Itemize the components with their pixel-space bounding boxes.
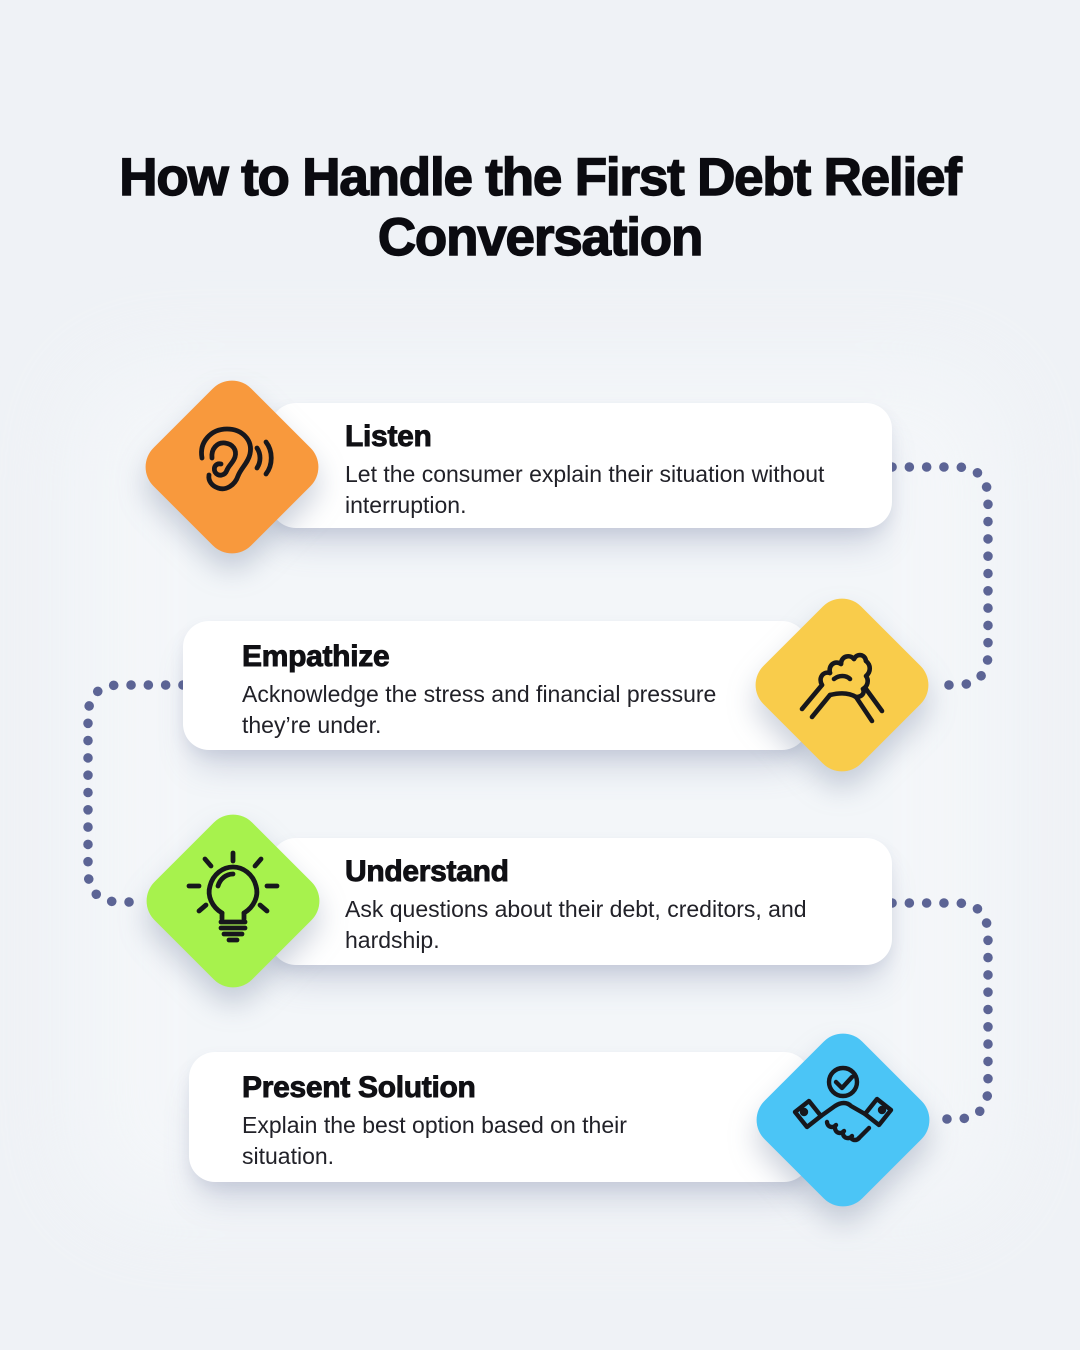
lightbulb-icon [186,850,280,943]
step-title: Understand [345,855,510,889]
handshake-check-icon [792,1065,894,1143]
diamond-shape [146,814,320,988]
diamond-shape [756,1033,930,1207]
step-description: Explain the best option based on their s… [242,1112,627,1169]
step-description: Ask questions about their debt, creditor… [345,896,807,953]
step-card-empathize: Empathize Acknowledge the stress and fin… [183,621,808,750]
step-diamond-listen [145,380,319,554]
step-title: Empathize [242,640,391,674]
arm-clasp-icon [799,652,885,724]
step-title: Present Solution [242,1071,477,1105]
step-diamond-understand [146,814,320,988]
step-diamond-present-solution [756,1033,930,1207]
step-card-present-solution: Present Solution Explain the best option… [189,1052,810,1182]
step-description: Acknowledge the stress and financial pre… [242,681,717,738]
step-card-understand: Understand Ask questions about their deb… [270,838,892,965]
step-card-listen: Listen Let the consumer explain their si… [270,403,892,528]
ear-icon [199,426,274,492]
connector-line-1 [887,462,993,690]
connector-line-2 [83,680,188,907]
connector-line-3 [887,898,993,1124]
step-title: Listen [345,420,433,454]
page-title: How to Handle the First Debt Relief Conv… [119,147,963,268]
diamond-shape [755,598,929,772]
step-diamond-empathize [755,598,929,772]
diamond-shape [145,380,319,554]
step-description: Let the consumer explain their situation… [345,461,825,518]
